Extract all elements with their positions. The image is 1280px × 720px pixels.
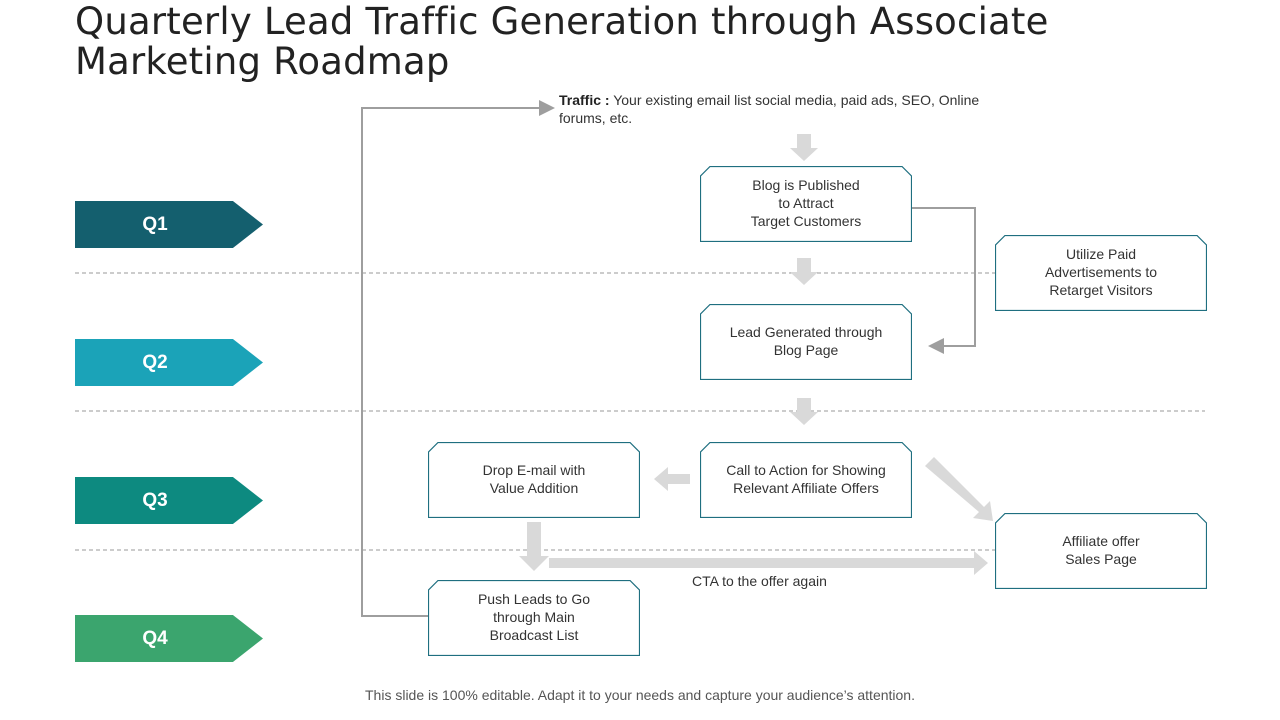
arrow-cta-to-drop <box>654 467 690 491</box>
quarter-q3-label: Q3 <box>142 489 168 511</box>
quarter-q3: Q3 <box>75 477 263 524</box>
step-box-lead-generated: Lead Generated through Blog Page <box>700 304 912 380</box>
step-text-call-to-action: Call to Action for Showing Relevant Affi… <box>726 462 886 496</box>
arrow-cta-to-affiliate <box>925 457 993 521</box>
quarter-q4: Q4 <box>75 615 263 662</box>
loop-connector <box>361 100 555 617</box>
traffic-label: Traffic : <box>559 92 610 108</box>
step-text-drop-email: Drop E-mail with Value Addition <box>482 462 586 496</box>
step-box-affiliate-offer: Affiliate offer Sales Page <box>995 513 1207 589</box>
quarter-q2: Q2 <box>75 339 263 386</box>
arrow-traffic-to-blog <box>790 134 818 161</box>
arrow-drop-to-push <box>519 522 549 571</box>
quarter-q1: Q1 <box>75 201 263 248</box>
arrow-blog-to-lead <box>790 258 818 285</box>
step-box-paid-ads: Utilize Paid Advertisements to Retarget … <box>995 235 1207 311</box>
footer-note: This slide is 100% editable. Adapt it to… <box>365 687 915 703</box>
traffic-text: Your existing email list social media, p… <box>559 92 980 126</box>
step-text-paid-ads: Utilize Paid Advertisements to Retarget … <box>1044 246 1158 298</box>
step-box-call-to-action: Call to Action for Showing Relevant Affi… <box>700 442 912 518</box>
blog-to-lead-connector <box>912 207 976 354</box>
step-text-blog-published: Blog is Published to Attract Target Cust… <box>750 177 862 229</box>
arrow-cta-again <box>549 551 988 575</box>
page-title-line-1: Quarterly Lead Traffic Generation throug… <box>75 0 1049 43</box>
step-box-push-leads: Push Leads to Go through Main Broadcast … <box>428 580 640 656</box>
step-text-lead-generated: Lead Generated through Blog Page <box>729 324 883 358</box>
step-box-drop-email: Drop E-mail with Value Addition <box>428 442 640 518</box>
quarter-q1-label: Q1 <box>142 213 168 235</box>
arrow-lead-to-cta <box>790 398 818 425</box>
step-text-affiliate-offer: Affiliate offer Sales Page <box>1062 533 1140 567</box>
cta-again-label: CTA to the offer again <box>692 573 827 589</box>
traffic-note: Traffic : Your existing email list socia… <box>559 91 1029 127</box>
quarter-q2-label: Q2 <box>142 351 168 373</box>
page-title-line-2: Marketing Roadmap <box>75 40 450 83</box>
quarter-q4-label: Q4 <box>142 627 168 649</box>
step-text-push-leads: Push Leads to Go through Main Broadcast … <box>477 591 591 643</box>
step-box-blog-published: Blog is Published to Attract Target Cust… <box>700 166 912 242</box>
page-title: Quarterly Lead Traffic Generation throug… <box>75 2 1075 82</box>
